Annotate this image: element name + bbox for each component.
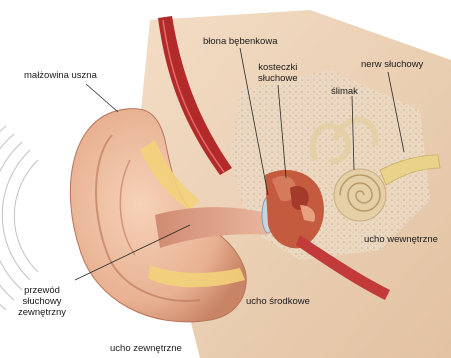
label-ucho-wewnetrzne: ucho wewnętrzne xyxy=(364,234,438,245)
label-kosteczki: kosteczki słuchowe xyxy=(258,62,298,84)
label-przewod-line2: słuchowy xyxy=(18,296,66,307)
label-blona: błona bębenkowa xyxy=(203,36,277,47)
sound-waves xyxy=(0,126,38,310)
cochlea xyxy=(334,169,386,221)
label-przewod-line1: przewód xyxy=(18,285,66,296)
label-kosteczki-line2: słuchowe xyxy=(258,73,298,84)
label-nerw: nerw słuchowy xyxy=(361,59,423,70)
label-przewod: przewód słuchowy zewnętrzny xyxy=(18,285,66,318)
label-malzowina: małżowina uszna xyxy=(24,70,97,81)
label-ucho-srodkowe: ucho środkowe xyxy=(246,296,310,307)
label-kosteczki-line1: kosteczki xyxy=(258,62,298,73)
label-ucho-zewnetrzne: ucho zewnętrzne xyxy=(110,343,182,354)
label-slimak: ślimak xyxy=(331,86,358,97)
label-przewod-line3: zewnętrzny xyxy=(18,307,66,318)
